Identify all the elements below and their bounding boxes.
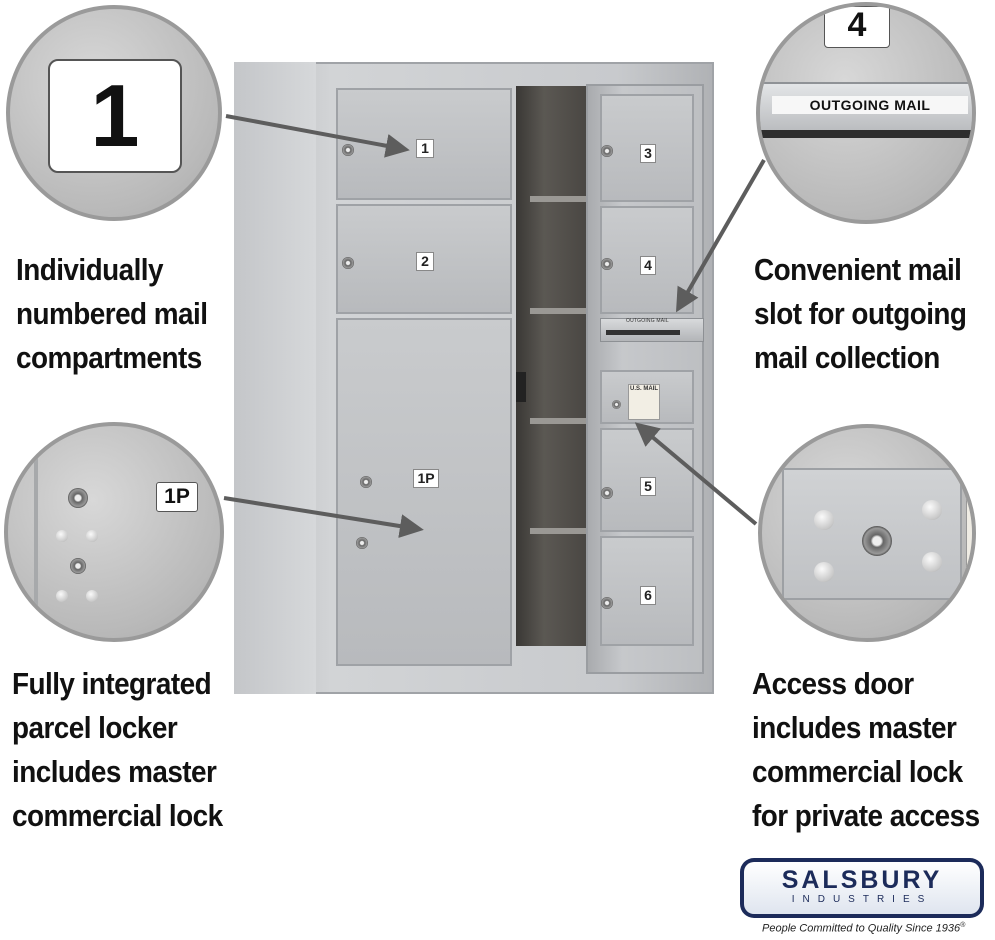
zoom-slot-door-number: 4 <box>824 6 890 48</box>
zoom-parcel-locker: 1P <box>4 422 224 642</box>
zoom-access-door <box>758 424 976 642</box>
zoom-number-tag: 1 <box>48 59 182 173</box>
interior-shelf <box>530 528 586 534</box>
zoom-parcel-rivet <box>86 590 98 602</box>
door-1-lock <box>342 144 354 156</box>
caption-line: parcel locker <box>12 710 178 745</box>
caption-line: commercial lock <box>752 754 963 789</box>
mailbox-side-panel <box>234 62 316 694</box>
parcel-locker-master-lock <box>356 537 368 549</box>
outgoing-mail-slot-label: OUTGOING MAIL <box>626 318 669 324</box>
caption-parcel-locker: Fully integrated parcel locker includes … <box>12 662 223 838</box>
zoom-access-usps-plate-edge <box>966 490 972 572</box>
caption-outgoing-mail-slot: Convenient mail slot for outgoing mail c… <box>754 248 967 380</box>
door-3-lock <box>601 145 613 157</box>
zoom-parcel-tag: 1P <box>156 482 198 512</box>
caption-line: mail collection <box>754 340 940 375</box>
brand-name: SALSBURY <box>781 866 943 894</box>
door-2-number: 2 <box>416 252 434 271</box>
parcel-locker-lock <box>360 476 372 488</box>
caption-line: Convenient mail <box>754 252 962 287</box>
caption-line: includes master <box>12 754 217 789</box>
zoom-parcel-rivet <box>86 530 98 542</box>
zoom-outgoing-mail-label: OUTGOING MAIL <box>772 96 968 114</box>
interior-shelf <box>530 308 586 314</box>
zoom-parcel-master-lock-icon <box>70 558 86 574</box>
door-6-lock <box>601 597 613 609</box>
door-5-number: 5 <box>640 477 656 496</box>
parcel-locker-door[interactable] <box>336 318 512 666</box>
brand-registered-mark: ® <box>960 922 966 929</box>
caption-line: Fully integrated <box>12 666 212 701</box>
door-4-lock <box>601 258 613 270</box>
zoom-access-rivet <box>814 510 834 530</box>
caption-access-door: Access door includes master commercial l… <box>752 662 980 838</box>
caption-line: slot for outgoing <box>754 296 967 331</box>
zoom-parcel-door-edge <box>34 426 38 638</box>
arrow-access-door <box>634 422 758 526</box>
zoom-parcel-rivet <box>56 530 68 542</box>
brand-subtitle: INDUSTRIES <box>791 894 933 905</box>
usps-plate <box>628 384 660 420</box>
mailbox-interior <box>516 86 586 646</box>
zoom-parcel-rivet <box>56 590 68 602</box>
zoom-access-rivet <box>922 500 942 520</box>
access-door-lock <box>612 400 621 409</box>
door-2-lock <box>342 257 354 269</box>
caption-line: numbered mail <box>16 296 208 331</box>
outgoing-mail-slot-opening <box>606 330 680 335</box>
caption-line: Access door <box>752 666 914 701</box>
zoom-outgoing-mail: 4 OUTGOING MAIL <box>756 2 976 224</box>
zoom-parcel-lock-icon <box>68 488 88 508</box>
door-5-lock <box>601 487 613 499</box>
zoom-access-rivet <box>922 552 942 572</box>
interior-shelf <box>530 418 586 424</box>
interior-shelf <box>530 196 586 202</box>
arrow-outgoing-mail <box>675 158 766 313</box>
zoom-slot-opening <box>760 130 972 138</box>
zoom-access-lock-icon <box>862 526 892 556</box>
door-3-number: 3 <box>640 144 656 163</box>
zoom-compartment-number: 1 <box>6 5 222 221</box>
caption-line: for private access <box>752 798 980 833</box>
brand-tagline-text: People Committed to Quality Since 1936 <box>762 922 961 935</box>
zoom-access-rivet <box>814 562 834 582</box>
caption-numbered-compartments: Individually numbered mail compartments <box>16 248 208 380</box>
door-6-number: 6 <box>640 586 656 605</box>
caption-line: includes master <box>752 710 957 745</box>
arrow-parcel-locker <box>223 496 424 538</box>
arrow-compartment-number <box>225 114 410 158</box>
brand-logo-inner: SALSBURY INDUSTRIES <box>744 862 980 914</box>
caption-line: compartments <box>16 340 202 375</box>
brand-logo: SALSBURY INDUSTRIES <box>740 858 984 918</box>
door-3[interactable] <box>600 94 694 202</box>
brand-tagline: People Committed to Quality Since 1936® <box>762 922 965 935</box>
door-1-number: 1 <box>416 139 434 158</box>
door-4-number: 4 <box>640 256 656 275</box>
parcel-locker-number: 1P <box>413 469 439 488</box>
usps-plate-label: U.S. MAIL <box>630 386 658 392</box>
caption-line: Individually <box>16 252 164 287</box>
caption-line: commercial lock <box>12 798 223 833</box>
interior-latch <box>516 372 526 402</box>
